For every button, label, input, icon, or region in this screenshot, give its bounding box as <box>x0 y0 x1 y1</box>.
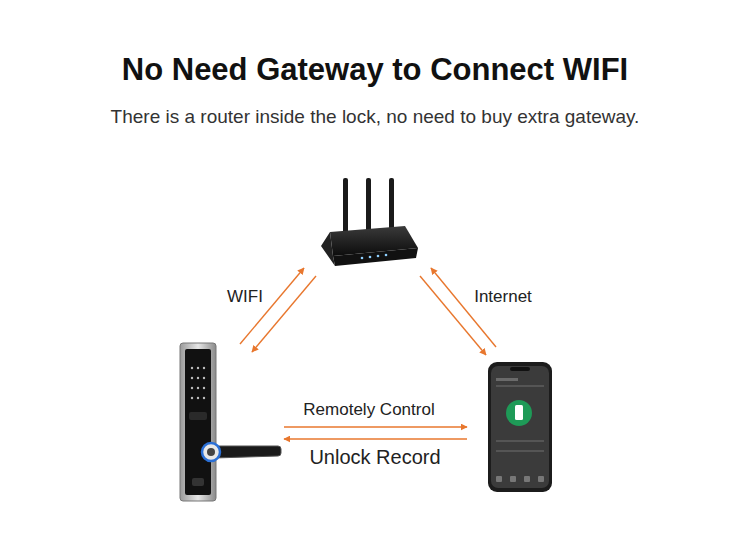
lock-icon <box>180 343 281 501</box>
antenna <box>343 178 348 236</box>
edge-label: Internet <box>474 287 532 307</box>
tab-icon <box>496 476 502 482</box>
unlock-button <box>506 400 532 426</box>
lock-glyph <box>515 405 523 420</box>
phone-icon <box>488 362 552 492</box>
keyhole <box>192 478 204 486</box>
tab-icon <box>510 476 516 482</box>
router-led <box>385 254 388 257</box>
tab-icon <box>524 476 530 482</box>
screen-bar <box>496 385 544 387</box>
screen-bar <box>496 378 518 381</box>
subtitle: There is a router inside the lock, no ne… <box>111 106 640 129</box>
router-side <box>321 232 335 266</box>
internet-arrow <box>431 268 496 347</box>
router-front <box>333 248 418 266</box>
phone-screen <box>491 366 549 488</box>
title: No Need Gateway to Connect WIFI <box>122 51 628 88</box>
router-icon <box>321 178 418 266</box>
record-arrow <box>284 438 467 439</box>
screen-bar <box>496 450 544 452</box>
edge-label: Unlock Record <box>309 445 440 469</box>
router-led <box>369 256 372 259</box>
antenna <box>366 178 371 234</box>
phone-notch <box>510 367 530 371</box>
keypad <box>191 367 205 399</box>
card-reader <box>189 412 207 420</box>
screen-bar <box>496 440 544 442</box>
fingerprint-sensor <box>202 443 220 461</box>
router-led <box>361 257 364 260</box>
edge-label: WIFI <box>227 287 263 307</box>
lock-plate <box>180 343 216 501</box>
phone-body <box>488 362 552 492</box>
lock-panel <box>185 349 211 495</box>
fingerprint-core <box>207 448 215 456</box>
control-arrow <box>284 426 467 427</box>
edge-label: Remotely Control <box>303 400 434 420</box>
router-led <box>377 255 380 258</box>
tab-icon <box>538 476 544 482</box>
arrows <box>240 268 496 439</box>
